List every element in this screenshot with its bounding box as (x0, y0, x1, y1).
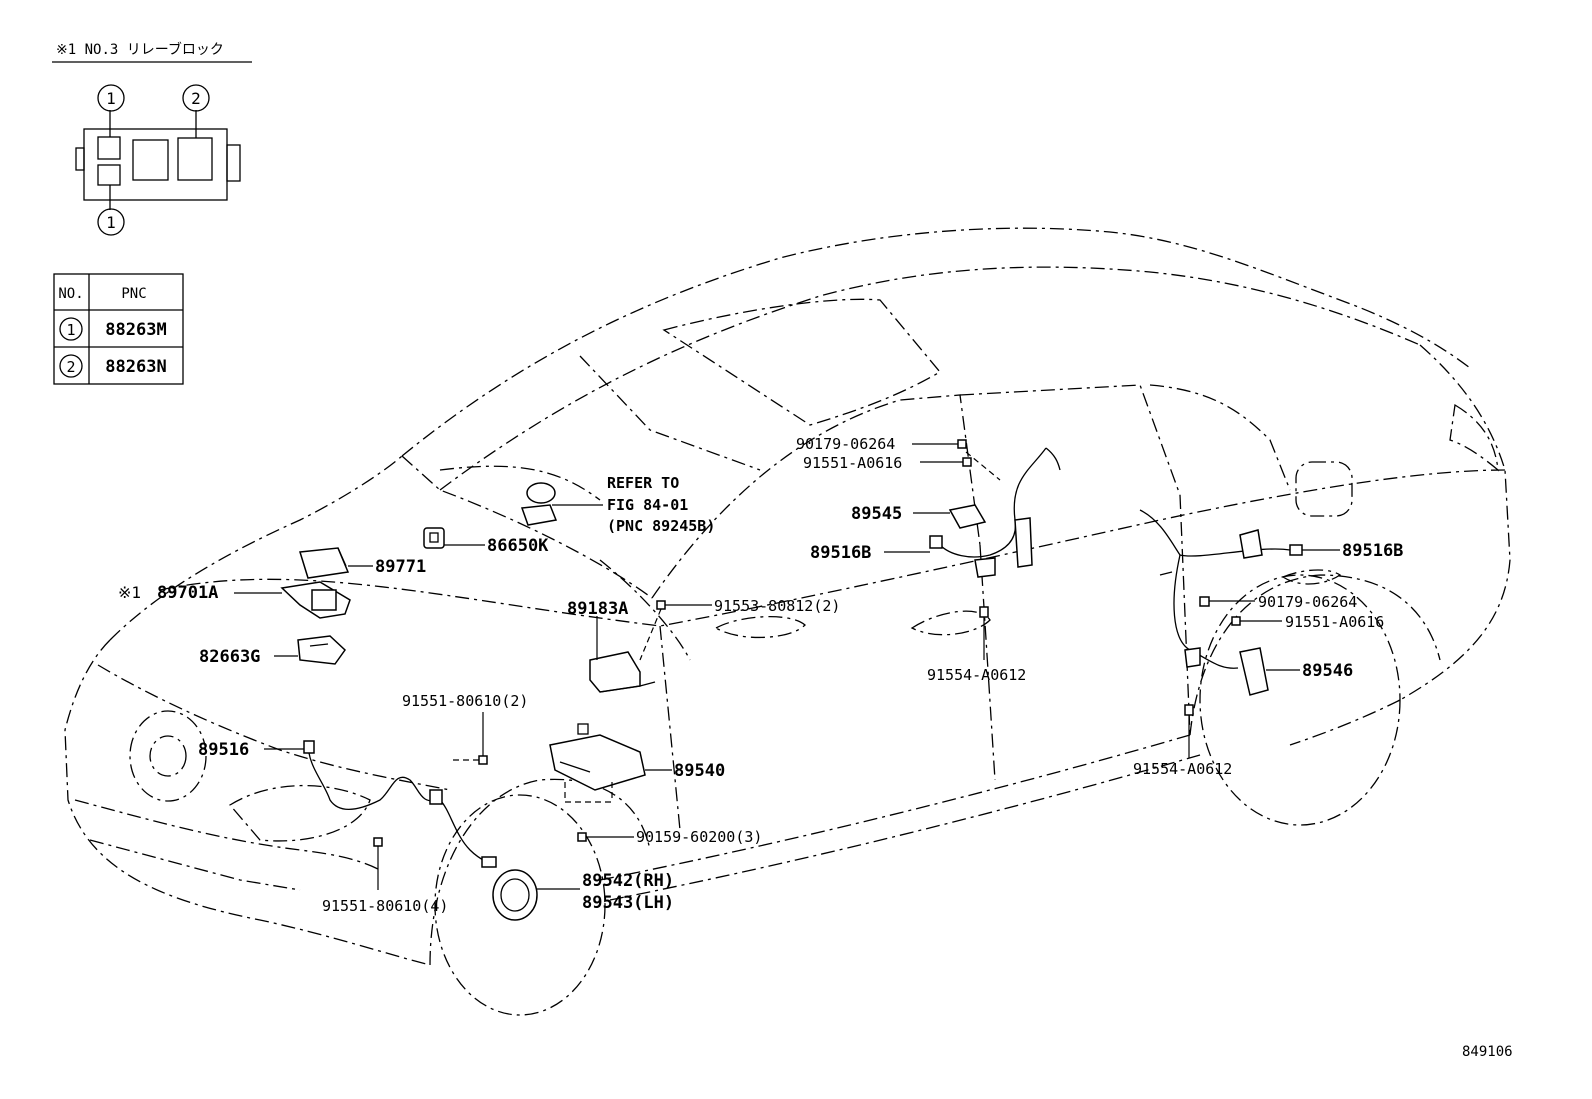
part-86650K (423, 527, 445, 549)
part-89516B-rl (1139, 509, 1303, 716)
label-91554-A0612-rr: 91554-A0612 (927, 666, 1026, 684)
label-82663G: 82663G (199, 647, 260, 667)
relay-circle-1-top-label: 1 (106, 89, 116, 108)
parts (280, 439, 1303, 921)
pnc-table-header-no: NO. (58, 286, 83, 302)
part-89771 (299, 547, 350, 579)
relay-circle-2 (182, 84, 210, 112)
label-91553-80812: 91553-80812(2) (714, 597, 840, 615)
label-refer-line2: FIG 84-01 (607, 496, 688, 514)
label-89543: 89543(LH) (582, 893, 674, 913)
pnc-row-1-circle (59, 317, 83, 341)
label-89516: 89516 (198, 740, 249, 760)
label-90179-06264-rr: 90179-06264 (796, 435, 895, 453)
label-refer-line3: (PNC 89245B) (607, 517, 715, 535)
bolts-front (373, 600, 666, 847)
car-outline (64, 227, 1511, 1016)
label-89546: 89546 (1302, 661, 1353, 681)
relay-circle-1-top (97, 84, 125, 112)
label-89516B-rr: 89516B (810, 543, 871, 563)
label-91551-A0616-rl: 91551-A0616 (1285, 613, 1384, 631)
part-82663G (297, 635, 346, 665)
relay-block-title: ※1 NO.3 リレーブロック (56, 41, 224, 58)
part-89701A (280, 581, 351, 619)
label-91551-A0616-rr: 91551-A0616 (803, 454, 902, 472)
label-89183A: 89183A (567, 599, 628, 619)
label-86650K: 86650K (487, 536, 549, 556)
label-89701A-mark: ※1 (118, 583, 141, 602)
relay-circle-1-bottom-label: 1 (106, 213, 116, 232)
label-90179-06264-rl: 90179-06264 (1258, 593, 1357, 611)
figure-number: 849106 (1462, 1044, 1513, 1060)
pnc-row-1-no: 1 (66, 321, 75, 339)
label-89701A: 89701A (157, 583, 218, 603)
label-refer-line1: REFER TO (607, 474, 679, 492)
label-89545: 89545 (851, 504, 902, 524)
label-89542: 89542(RH) (582, 871, 674, 891)
relay-circle-1-bottom (97, 208, 125, 236)
part-89516-harness (303, 740, 497, 868)
pnc-row-1-pnc: 88263M (105, 320, 166, 340)
part-89516B-rr (929, 439, 1061, 618)
relay-circle-2-label: 2 (191, 89, 201, 108)
pnc-table: NO. PNC 1 88263M 2 88263N (53, 273, 184, 385)
label-89540: 89540 (674, 761, 725, 781)
pnc-row-2-circle (59, 354, 83, 378)
part-89183A (589, 651, 656, 693)
label-91551-80610-2: 91551-80610(2) (402, 692, 528, 710)
label-89771: 89771 (375, 557, 426, 577)
labels: 89771 ※1 89701A 82663G 86650K REFER TO F… (118, 435, 1513, 1060)
relay-block-inset: ※1 NO.3 リレーブロック 1 2 1 (52, 41, 252, 236)
pnc-row-2-pnc: 88263N (105, 357, 166, 377)
relay-block-icon (75, 110, 241, 210)
label-91554-A0612-rl: 91554-A0612 (1133, 760, 1232, 778)
part-89540 (549, 723, 646, 803)
part-spiral-cable (520, 482, 558, 526)
part-89542 (492, 869, 538, 921)
label-91551-80610-4: 91551-80610(4) (322, 897, 448, 915)
label-89516B-rl: 89516B (1342, 541, 1403, 561)
pnc-table-header-pnc: PNC (121, 286, 146, 302)
pnc-row-2-no: 2 (66, 358, 75, 376)
label-90159-60200: 90159-60200(3) (636, 828, 762, 846)
leader-lines (234, 443, 1340, 890)
